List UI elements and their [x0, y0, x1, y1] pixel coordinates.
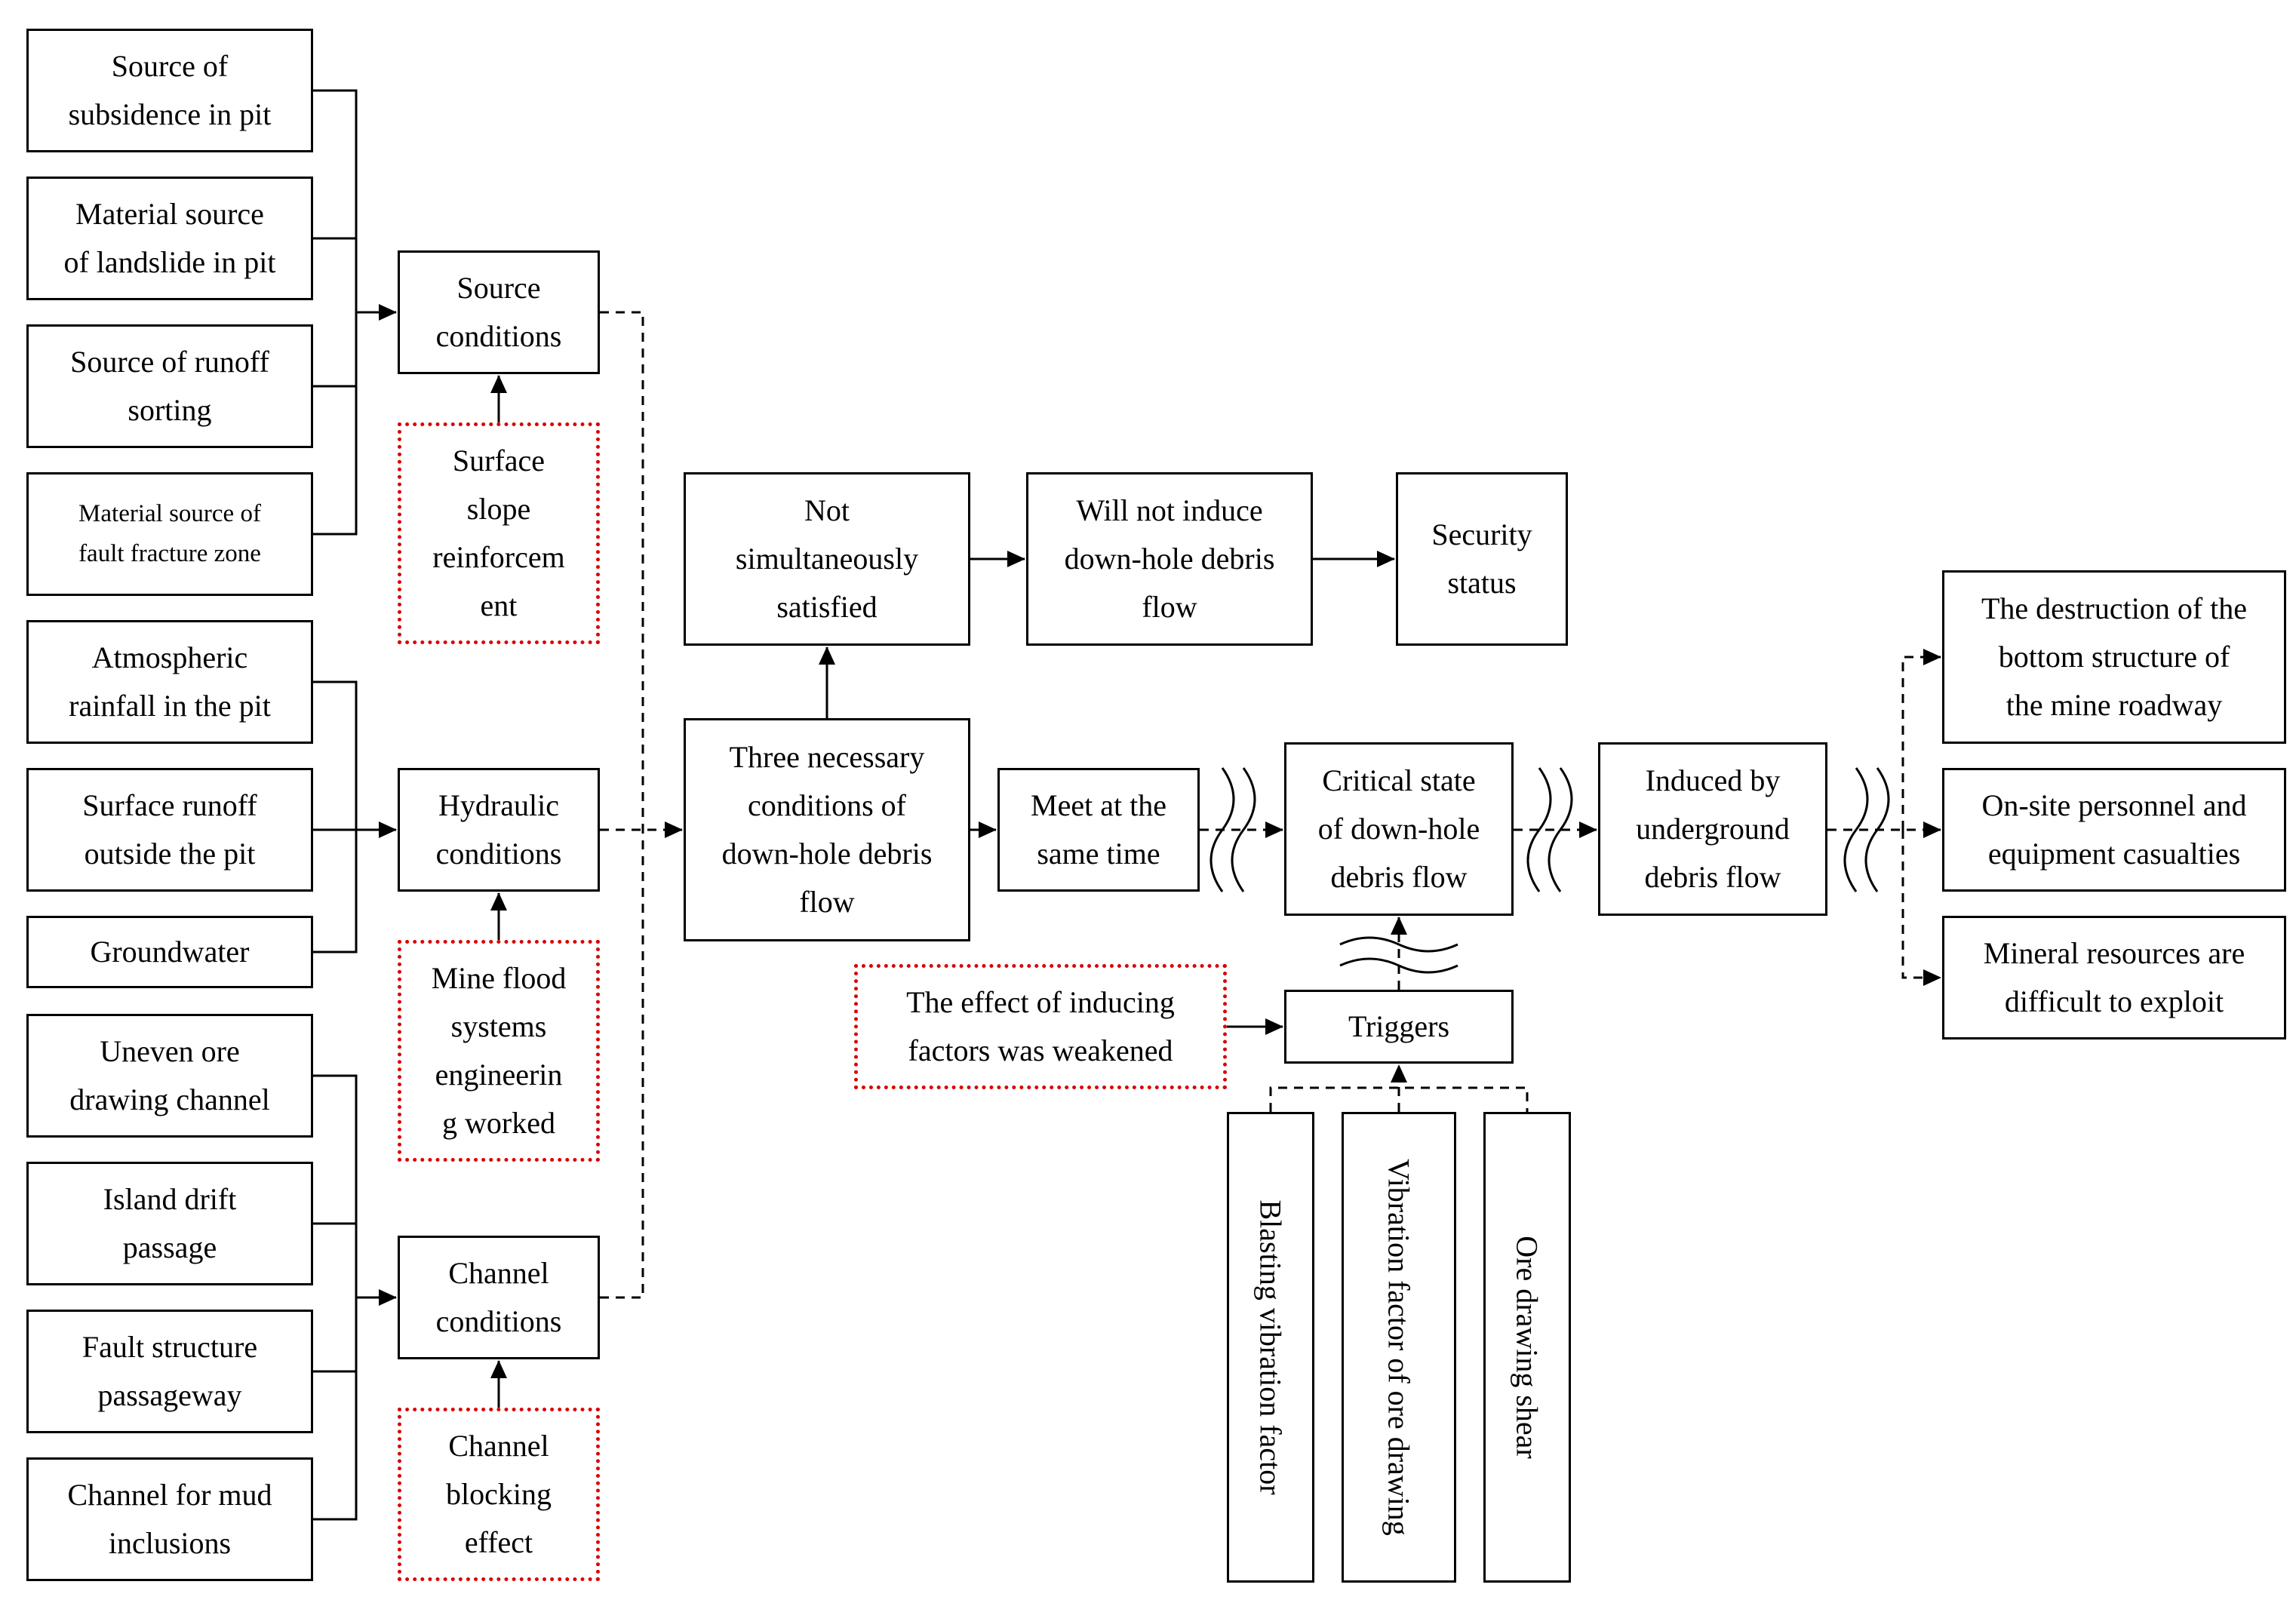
- channel-conditions-box: Channel conditions: [398, 1236, 600, 1359]
- consequence-resources-box: Mineral resources are difficult to explo…: [1942, 916, 2286, 1039]
- break-symbol-horizontal: [1339, 957, 1458, 974]
- consequence-dashed-branch: [1901, 830, 1941, 986]
- consequence-roadway-box: The destruction of the bottom structure …: [1942, 570, 2286, 744]
- break-symbol: [1231, 767, 1256, 892]
- break-symbol: [1548, 767, 1573, 892]
- hydraulic-bracket: [313, 680, 358, 954]
- factors-dashed-bus: [1269, 1086, 1529, 1112]
- channel-fault-box: Fault structure passageway: [26, 1310, 313, 1433]
- break-symbol: [1843, 767, 1869, 892]
- channel-uneven-box: Uneven ore drawing channel: [26, 1014, 313, 1138]
- flood-systems-box: Mine flood systems engineerin g worked: [398, 940, 600, 1162]
- channel-mud-box: Channel for mud inclusions: [26, 1457, 313, 1581]
- channel-blocking-box: Channel blocking effect: [398, 1408, 600, 1581]
- channel-bracket: [313, 1074, 358, 1521]
- source-dashed-bus: [600, 311, 644, 830]
- source-runoff-box: Source of runoff sorting: [26, 324, 313, 448]
- hydraulic-rainfall-box: Atmospheric rainfall in the pit: [26, 620, 313, 744]
- break-symbol-horizontal: [1339, 936, 1458, 953]
- break-symbol: [1526, 767, 1552, 892]
- break-symbol: [1864, 767, 1890, 892]
- ore-vibration-factor-box: Vibration factor of ore drawing: [1342, 1112, 1456, 1583]
- induced-box: Induced by underground debris flow: [1598, 742, 1827, 916]
- critical-state-box: Critical state of down-hole debris flow: [1284, 742, 1514, 916]
- triggers-box: Triggers: [1284, 990, 1514, 1064]
- source-landslide-box: Material source of landslide in pit: [26, 177, 313, 300]
- three-conditions-box: Three necessary conditions of down-hole …: [684, 718, 970, 941]
- security-status-box: Security status: [1396, 472, 1568, 646]
- source-fault-box: Material source of fault fracture zone: [26, 472, 313, 596]
- channel-dashed-bus: [600, 830, 644, 1299]
- hydraulic-conditions-box: Hydraulic conditions: [398, 768, 600, 892]
- hydraulic-runoff-box: Surface runoff outside the pit: [26, 768, 313, 892]
- break-symbol: [1209, 767, 1235, 892]
- source-subsidence-box: Source of subsidence in pit: [26, 29, 313, 152]
- meet-same-time-box: Meet at the same time: [997, 768, 1200, 892]
- ore-shear-box: Ore drawing shear: [1483, 1112, 1571, 1583]
- will-not-induce-box: Will not induce down-hole debris flow: [1026, 472, 1313, 646]
- source-conditions-box: Source conditions: [398, 250, 600, 374]
- hydraulic-groundwater-box: Groundwater: [26, 916, 313, 988]
- consequence-dashed-branch: [1901, 649, 1941, 830]
- consequence-casualties-box: On-site personnel and equipment casualti…: [1942, 768, 2286, 892]
- blasting-factor-box: Blasting vibration factor: [1227, 1112, 1314, 1583]
- slope-reinforcement-box: Surface slope reinforcem ent: [398, 422, 600, 644]
- source-bracket: [313, 89, 358, 536]
- channel-island-box: Island drift passage: [26, 1162, 313, 1285]
- not-satisfied-box: Not simultaneously satisfied: [684, 472, 970, 646]
- weakened-factors-box: The effect of inducing factors was weake…: [854, 964, 1227, 1089]
